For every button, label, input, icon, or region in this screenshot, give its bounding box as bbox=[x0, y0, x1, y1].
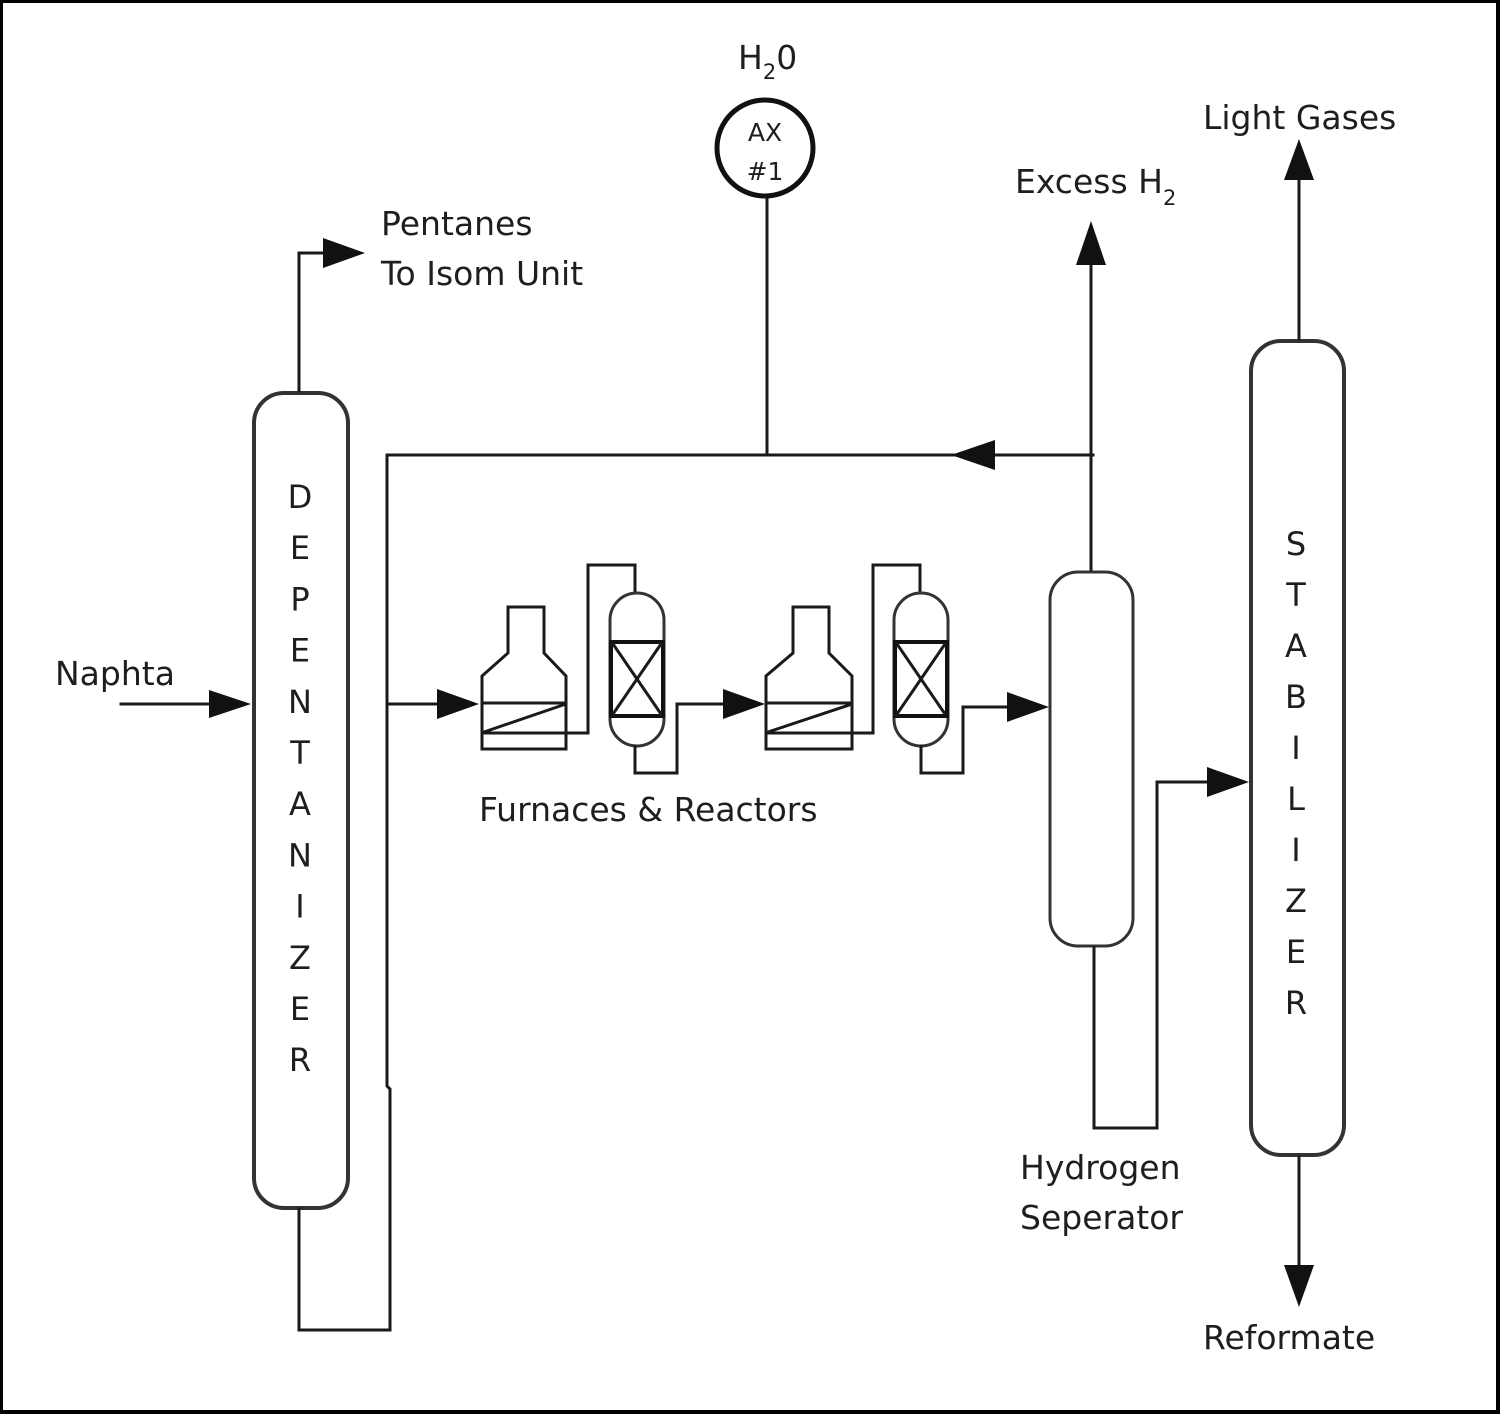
depentanizer-letter: A bbox=[289, 785, 311, 823]
depentanizer-letter: E bbox=[290, 529, 310, 567]
hydrogen-separator-vessel bbox=[1048, 570, 1135, 948]
stabilizer-letter: A bbox=[1285, 627, 1307, 665]
recycle-arrow-icon bbox=[951, 440, 995, 470]
reactor-1-outlet-line bbox=[633, 702, 733, 775]
stabilizer-inlet-arrow-icon bbox=[1207, 767, 1249, 797]
reformate-label: Reformate bbox=[1203, 1318, 1375, 1357]
water-label-subscript: 2 bbox=[763, 60, 776, 84]
stabilizer-column bbox=[1249, 339, 1346, 1157]
furnace-1-heating-coil bbox=[482, 703, 565, 734]
reactor-1-bed-cross-b bbox=[610, 641, 664, 717]
furnace-1-body bbox=[480, 605, 568, 751]
stabilizer-letter: Z bbox=[1285, 882, 1307, 920]
stabilizer-letter: L bbox=[1287, 780, 1305, 818]
analyzer-label-line2: #1 bbox=[747, 157, 784, 186]
stabilizer-letter: S bbox=[1286, 525, 1306, 563]
excess-hydrogen-label: Excess H2 bbox=[1015, 162, 1176, 210]
furnace2-inlet-arrow-icon bbox=[723, 689, 765, 719]
stabilizer-letter: B bbox=[1285, 678, 1307, 716]
hydrogen-separator-label-line1: Hydrogen bbox=[1020, 1148, 1181, 1187]
depentanizer-letter: T bbox=[289, 734, 310, 772]
depentanizer-column bbox=[252, 391, 350, 1210]
excess-hydrogen-label-base: Excess H bbox=[1015, 162, 1163, 201]
depentanizer-letter: I bbox=[295, 888, 304, 926]
furnace-2-body bbox=[764, 605, 854, 751]
pentanes-label-line2: To Isom Unit bbox=[380, 254, 583, 293]
furnace-1 bbox=[480, 605, 568, 751]
light-gases-label: Light Gases bbox=[1203, 98, 1396, 137]
water-label: H20 bbox=[738, 38, 797, 84]
depentanizer-letter: N bbox=[288, 683, 312, 721]
furnace-1-outlet-line bbox=[564, 563, 637, 735]
stabilizer-letter: E bbox=[1286, 933, 1306, 971]
depentanizer-letter: N bbox=[288, 836, 312, 874]
excess-hydrogen-arrow-icon bbox=[1076, 221, 1106, 265]
furnace1-inlet-arrow-icon bbox=[437, 689, 479, 719]
stabilizer-letter: I bbox=[1291, 831, 1300, 869]
reactor-2-bed-cross-b bbox=[894, 641, 948, 717]
furnace-2 bbox=[764, 605, 854, 751]
analyzer-ax1-instrument bbox=[714, 97, 816, 199]
naphta-feed-stream bbox=[119, 690, 251, 718]
reactor-1 bbox=[608, 591, 666, 748]
water-label-suffix: 0 bbox=[776, 38, 797, 77]
stabilizer-letter: R bbox=[1285, 984, 1307, 1022]
excess-hydrogen-label-subscript: 2 bbox=[1163, 186, 1176, 210]
reformate-arrow-icon bbox=[1284, 1265, 1314, 1307]
depentanizer-letter: Z bbox=[289, 939, 311, 977]
pentanes-stream bbox=[297, 238, 365, 393]
depentanizer-letter: D bbox=[288, 478, 313, 516]
furnace-2-outlet-line bbox=[850, 563, 922, 735]
analyzer-label-line1: AX bbox=[748, 118, 782, 147]
pentanes-line bbox=[297, 251, 330, 393]
stabilizer-letter: T bbox=[1285, 576, 1306, 614]
depentanizer-letter: P bbox=[290, 580, 309, 618]
stabilizer-letter: I bbox=[1291, 729, 1300, 767]
depentanizer-letter: E bbox=[290, 990, 310, 1028]
reactor-2 bbox=[892, 591, 950, 748]
naphta-label: Naphta bbox=[55, 654, 175, 693]
furnaces-reactors-label: Furnaces & Reactors bbox=[479, 790, 818, 829]
reactor-2-outlet-line bbox=[919, 705, 1015, 775]
separator-inlet-arrow-icon bbox=[1007, 692, 1049, 722]
light-gases-arrow-icon bbox=[1284, 139, 1314, 180]
depentanizer-bottoms-line bbox=[297, 453, 392, 1332]
naphta-arrow-icon bbox=[209, 690, 251, 718]
depentanizer-letter: R bbox=[289, 1041, 311, 1079]
water-label-base: H bbox=[738, 38, 763, 77]
separator-bottoms-line bbox=[1092, 780, 1217, 1130]
pentanes-arrow-icon bbox=[323, 238, 365, 268]
hydrogen-separator-label-line2: Seperator bbox=[1020, 1198, 1183, 1237]
furnace-2-heating-coil bbox=[766, 703, 851, 734]
pentanes-label-line1: Pentanes bbox=[381, 204, 533, 243]
depentanizer-letter: E bbox=[290, 632, 310, 670]
